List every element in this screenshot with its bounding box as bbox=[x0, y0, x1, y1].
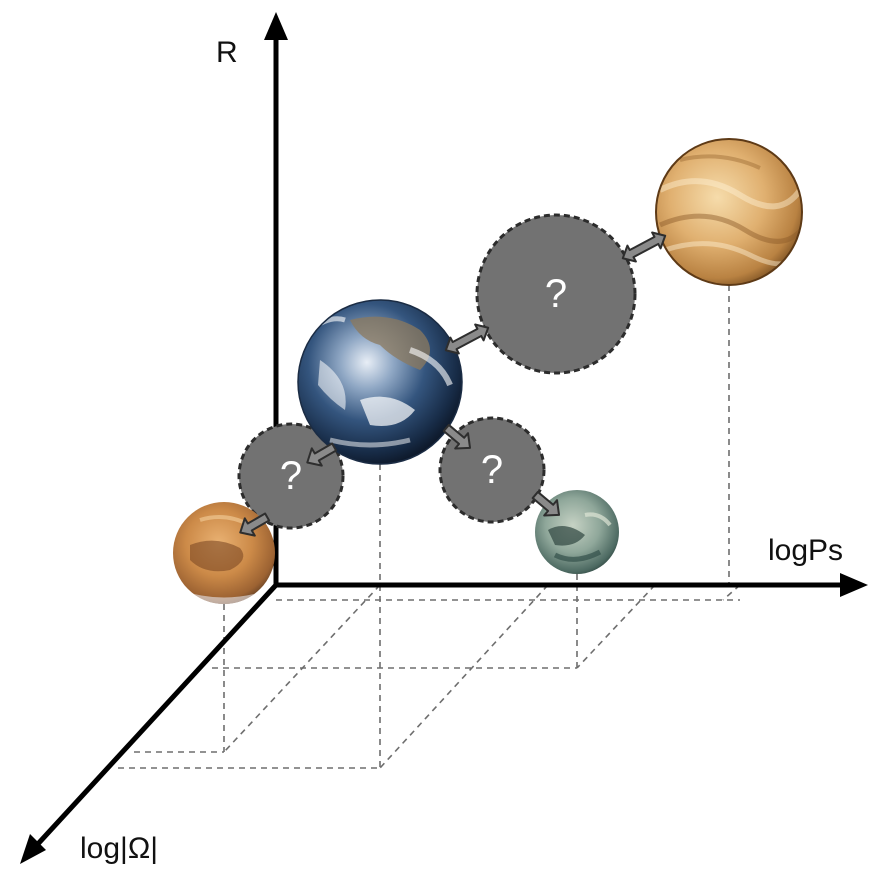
vertical-axis-label: R bbox=[216, 36, 238, 69]
double-arrow-icon bbox=[444, 323, 490, 355]
depth-axis-arrowhead bbox=[20, 834, 46, 864]
earth-icon bbox=[297, 299, 463, 465]
direction-arrows bbox=[239, 423, 561, 537]
vertical-axis-arrowhead bbox=[264, 12, 288, 40]
horizontal-axis-label: logPs bbox=[768, 534, 843, 567]
horizontal-axis-arrowhead bbox=[840, 573, 868, 597]
question-mark: ? bbox=[481, 448, 503, 492]
arrow-icon bbox=[239, 512, 271, 537]
unknown-planet-left: ? bbox=[237, 422, 345, 530]
transition-arrows bbox=[444, 231, 667, 355]
question-mark: ? bbox=[545, 272, 567, 316]
projection-lines bbox=[118, 285, 741, 769]
depth-axis bbox=[34, 583, 278, 848]
depth-axis-label: log|Ω| bbox=[80, 832, 158, 865]
venus-icon bbox=[655, 138, 803, 286]
question-mark: ? bbox=[280, 454, 302, 498]
arrow-icon bbox=[531, 490, 561, 517]
unknown-planet-upper: ? bbox=[475, 213, 637, 375]
arrow-icon bbox=[306, 442, 338, 467]
arrow-icon bbox=[442, 423, 472, 450]
double-arrow-icon bbox=[621, 231, 667, 263]
